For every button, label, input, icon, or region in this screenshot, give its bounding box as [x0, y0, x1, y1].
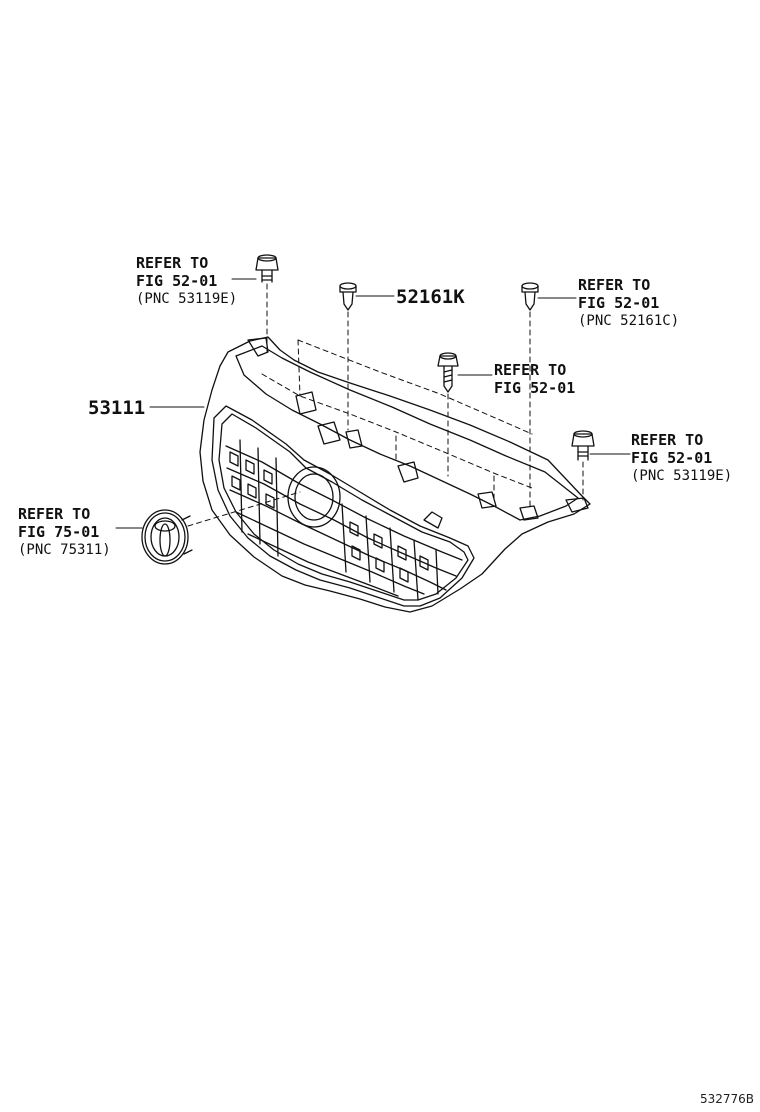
bolt-right-icon	[571, 430, 595, 461]
leader-lines	[115, 278, 631, 529]
callout-clip-part-number: 52161K	[396, 286, 465, 308]
radiator-grille-drawing	[199, 336, 591, 613]
emblem-icon	[141, 509, 193, 565]
clip-52161c-icon	[521, 282, 539, 311]
callout-pnc: (PNC 53119E)	[136, 291, 238, 307]
callout-refer-to: REFER TO	[18, 505, 91, 523]
figure-id: 532776B	[699, 1092, 754, 1106]
mounting-dashed-lines	[187, 283, 584, 527]
callout-refer-to: REFER TO	[578, 276, 651, 294]
callout-refer-to: REFER TO	[631, 431, 704, 449]
callout-clip-right: REFER TO FIG 52-01 (PNC 52161C)	[578, 276, 679, 330]
callout-refer-to: REFER TO	[136, 254, 209, 272]
clip-52161k-icon	[339, 282, 357, 311]
callout-pnc: (PNC 75311)	[18, 542, 111, 558]
callout-grille-part-number: 53111	[88, 397, 146, 419]
callout-fig-ref: FIG 52-01	[578, 294, 660, 312]
callout-screw-center: REFER TO FIG 52-01	[494, 361, 575, 397]
callout-emblem: REFER TO FIG 75-01 (PNC 75311)	[18, 505, 111, 559]
screw-center-icon	[437, 352, 459, 393]
callout-pnc: (PNC 53119E)	[631, 468, 733, 484]
callout-fig-ref: FIG 52-01	[136, 272, 218, 290]
callout-fig-ref: FIG 75-01	[18, 523, 100, 541]
callout-bolt-left: REFER TO FIG 52-01 (PNC 53119E)	[136, 254, 237, 308]
callout-fig-ref: FIG 52-01	[494, 379, 576, 397]
callout-bolt-right: REFER TO FIG 52-01 (PNC 53119E)	[631, 431, 732, 485]
callout-refer-to: REFER TO	[494, 361, 567, 379]
bolt-top-left-icon	[255, 254, 279, 283]
callout-pnc: (PNC 52161C)	[578, 313, 680, 329]
callout-fig-ref: FIG 52-01	[631, 449, 713, 467]
